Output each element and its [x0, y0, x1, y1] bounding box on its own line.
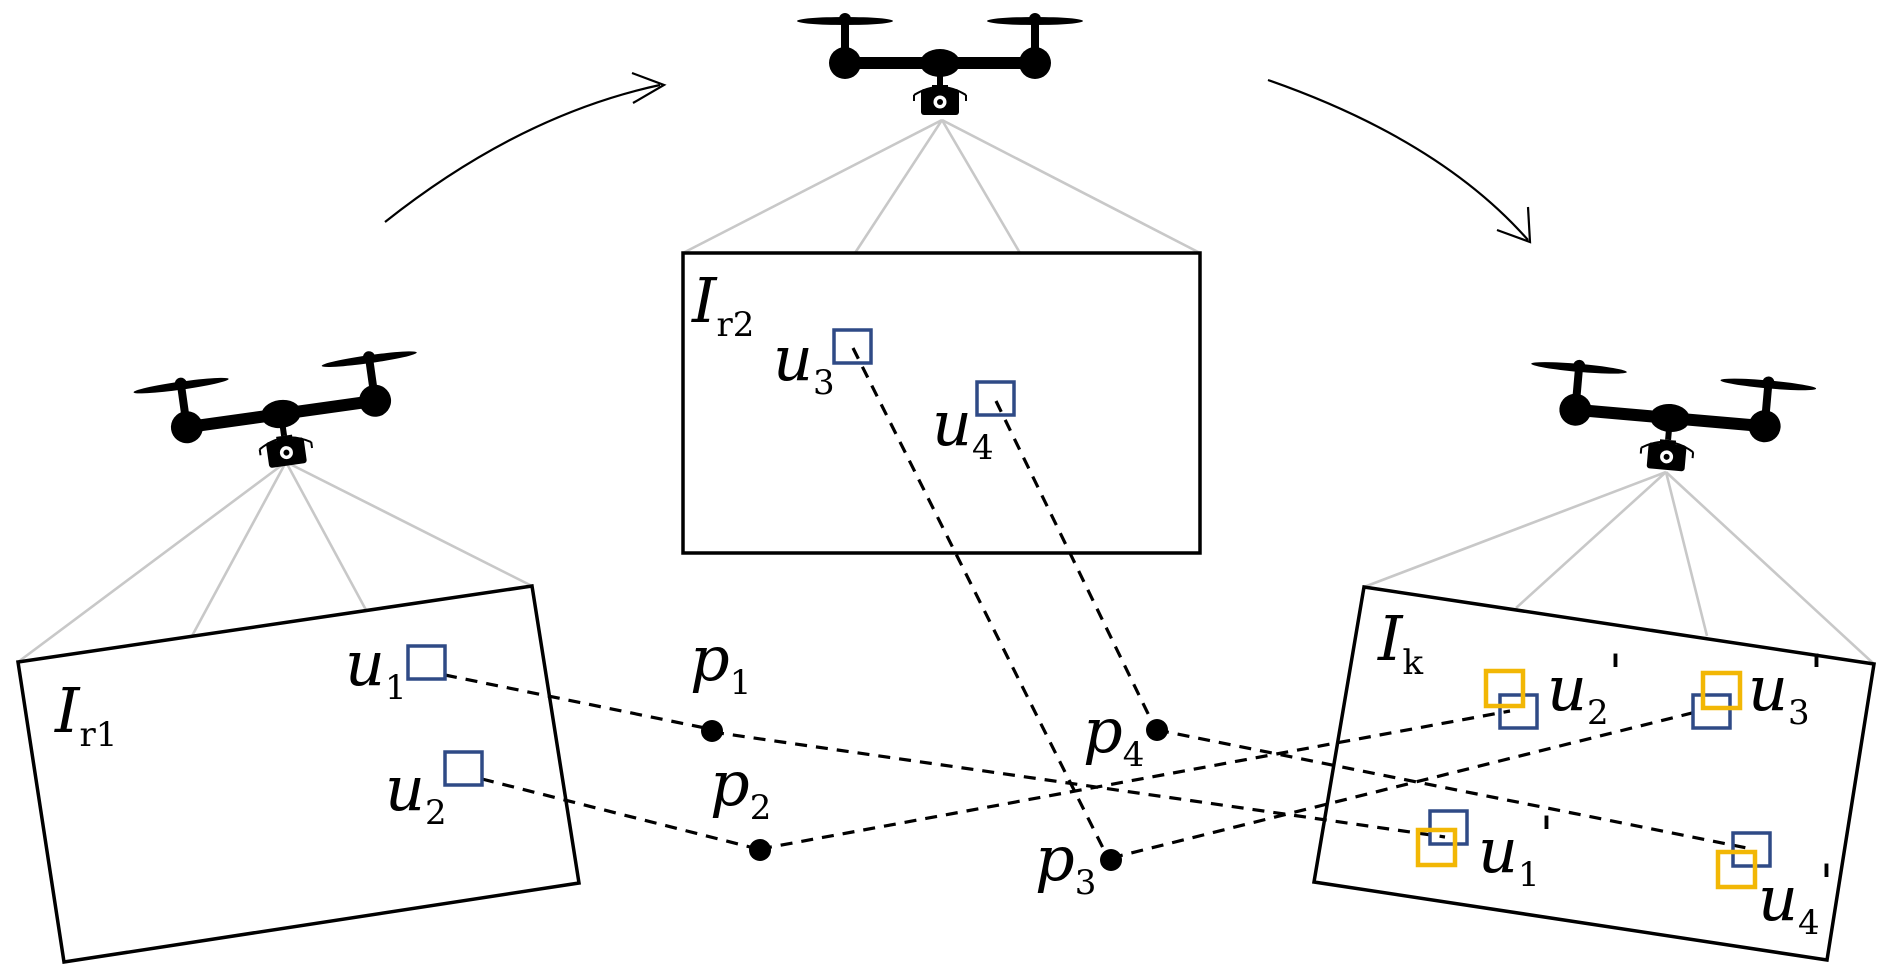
label-u3: u3 [773, 322, 835, 403]
feature-box-u3p [1691, 693, 1732, 730]
correspondence-lines [444, 347, 1753, 860]
feature-box-u1p [1428, 809, 1469, 846]
label-u4p: u4' [1758, 854, 1833, 943]
feature-box-u4p [1731, 831, 1772, 868]
label-u4: u4 [932, 387, 994, 468]
projected-box-u3p [1700, 670, 1743, 711]
label-p3: p3 [1035, 822, 1096, 903]
point-p3 [1100, 849, 1122, 871]
label-frame-ref1: Ir1 [54, 674, 117, 755]
point-p2 [749, 839, 771, 861]
label-u3p: u3' [1748, 644, 1823, 733]
scene-points [701, 719, 1168, 871]
feature-box-u2 [443, 750, 484, 787]
label-p2: p2 [710, 747, 771, 828]
projected-features [1415, 668, 1758, 890]
camera-frustums [17, 118, 1875, 665]
projected-box-u2p [1483, 668, 1526, 709]
label-u2: u2 [385, 752, 447, 833]
trajectory-arrows [384, 71, 1532, 244]
trajectory-arrow-1 [384, 83, 661, 223]
projected-box-u1p [1415, 827, 1458, 868]
image-frame-ref1 [16, 584, 582, 964]
label-u2p: u2' [1547, 644, 1622, 733]
drone-icon [1522, 354, 1818, 484]
projected-box-u4p [1715, 849, 1758, 890]
drone-icon [131, 343, 431, 487]
feature-box-u1 [406, 644, 447, 681]
arrowhead-2 [1496, 206, 1532, 244]
label-u1: u1 [345, 627, 407, 708]
label-frame-current: Ik [1377, 602, 1424, 683]
trajectory-arrow-2 [1267, 78, 1529, 241]
point-p4 [1146, 719, 1168, 741]
image-frame-ref2 [681, 251, 1202, 555]
feature-box-u2p [1498, 693, 1539, 730]
label-frame-ref2: Ir2 [691, 264, 754, 345]
drone-icon [796, 12, 1084, 116]
point-p1 [701, 720, 723, 742]
label-u1p: u1' [1478, 806, 1553, 895]
label-p4: p4 [1083, 694, 1144, 775]
arrowhead-1 [631, 71, 667, 104]
feature-box-u3 [832, 328, 873, 365]
image-frame-current [1311, 585, 1877, 962]
label-p1: p1 [690, 622, 751, 703]
observed-features [406, 328, 1772, 868]
feature-box-u4 [975, 380, 1016, 417]
image-frames [16, 251, 1877, 964]
